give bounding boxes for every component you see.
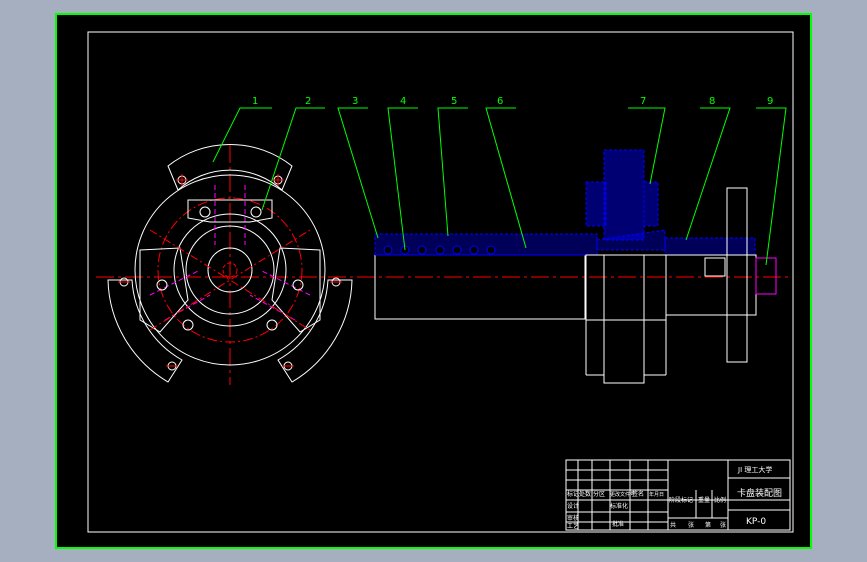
part-number-5: 5 — [451, 96, 457, 107]
svg-text:签名: 签名 — [632, 490, 644, 498]
gear-hub-left — [585, 181, 607, 227]
part-number-3: 3 — [352, 96, 358, 107]
jaw-top — [167, 144, 293, 191]
title-block — [565, 459, 791, 531]
drawing-sheet — [55, 13, 812, 549]
part-number-1: 1 — [252, 96, 258, 107]
jaw-guide-left — [139, 247, 189, 333]
jaw-guide-top — [187, 199, 273, 223]
svg-text:工艺: 工艺 — [567, 522, 579, 530]
part-number-2: 2 — [305, 96, 311, 107]
svg-text:阶段标记: 阶段标记 — [669, 496, 693, 504]
part-number-8: 8 — [709, 96, 715, 107]
part-number-labels: 1 2 3 4 5 6 7 8 9 — [252, 96, 773, 107]
svg-text:批准: 批准 — [612, 520, 624, 528]
gear-taper — [596, 229, 666, 251]
chuck-inner-ring — [173, 213, 287, 327]
chuck-body-outline — [134, 174, 326, 366]
spring-balls — [383, 245, 496, 255]
part-number-4: 4 — [400, 96, 406, 107]
svg-text:张: 张 — [688, 521, 694, 529]
side-view — [374, 149, 777, 384]
end-view — [96, 144, 790, 385]
jaw-left — [107, 279, 183, 383]
chuck-bolt-circle — [157, 197, 303, 343]
drawing-code: KP-0 — [746, 517, 766, 527]
chuck-bore-outer — [185, 225, 275, 315]
svg-text:标记: 标记 — [567, 490, 579, 498]
part-number-9: 9 — [767, 96, 773, 107]
title-block-text: JI 理工大学 卡盘装配图 KP-0 标记 处数 分区 更改文件号 签名 年月日… — [567, 465, 782, 530]
part-number-6: 6 — [497, 96, 503, 107]
jaw-guide-right — [271, 247, 321, 333]
svg-text:设计: 设计 — [567, 502, 579, 510]
svg-text:更改文件号: 更改文件号 — [610, 491, 635, 498]
gear-hub-right — [643, 181, 659, 227]
svg-text:分区: 分区 — [593, 490, 605, 498]
svg-text:年月日: 年月日 — [649, 491, 664, 498]
right-gear — [726, 187, 748, 363]
svg-text:处数: 处数 — [579, 490, 591, 498]
school-name: JI 理工大学 — [737, 465, 772, 474]
chuck-bore — [207, 247, 253, 293]
svg-text:张: 张 — [720, 521, 726, 529]
drawing-name: 卡盘装配图 — [737, 487, 782, 499]
inner-frame — [87, 31, 794, 533]
svg-text:重量: 重量 — [698, 496, 710, 504]
gear-hub — [603, 149, 645, 241]
svg-text:第: 第 — [705, 521, 711, 529]
flange-disc — [603, 254, 645, 384]
jaw-right — [277, 279, 353, 383]
svg-text:共: 共 — [670, 521, 676, 529]
shaft-collar — [704, 257, 726, 277]
shaft-end — [755, 257, 777, 295]
svg-text:审核: 审核 — [567, 514, 579, 522]
part-leaders — [212, 107, 787, 266]
part-number-7: 7 — [640, 96, 646, 107]
svg-text:标准化: 标准化 — [610, 502, 628, 510]
chuck-bore-center — [222, 262, 238, 278]
shaft-hatched — [664, 237, 756, 256]
svg-text:比例: 比例 — [714, 496, 726, 504]
